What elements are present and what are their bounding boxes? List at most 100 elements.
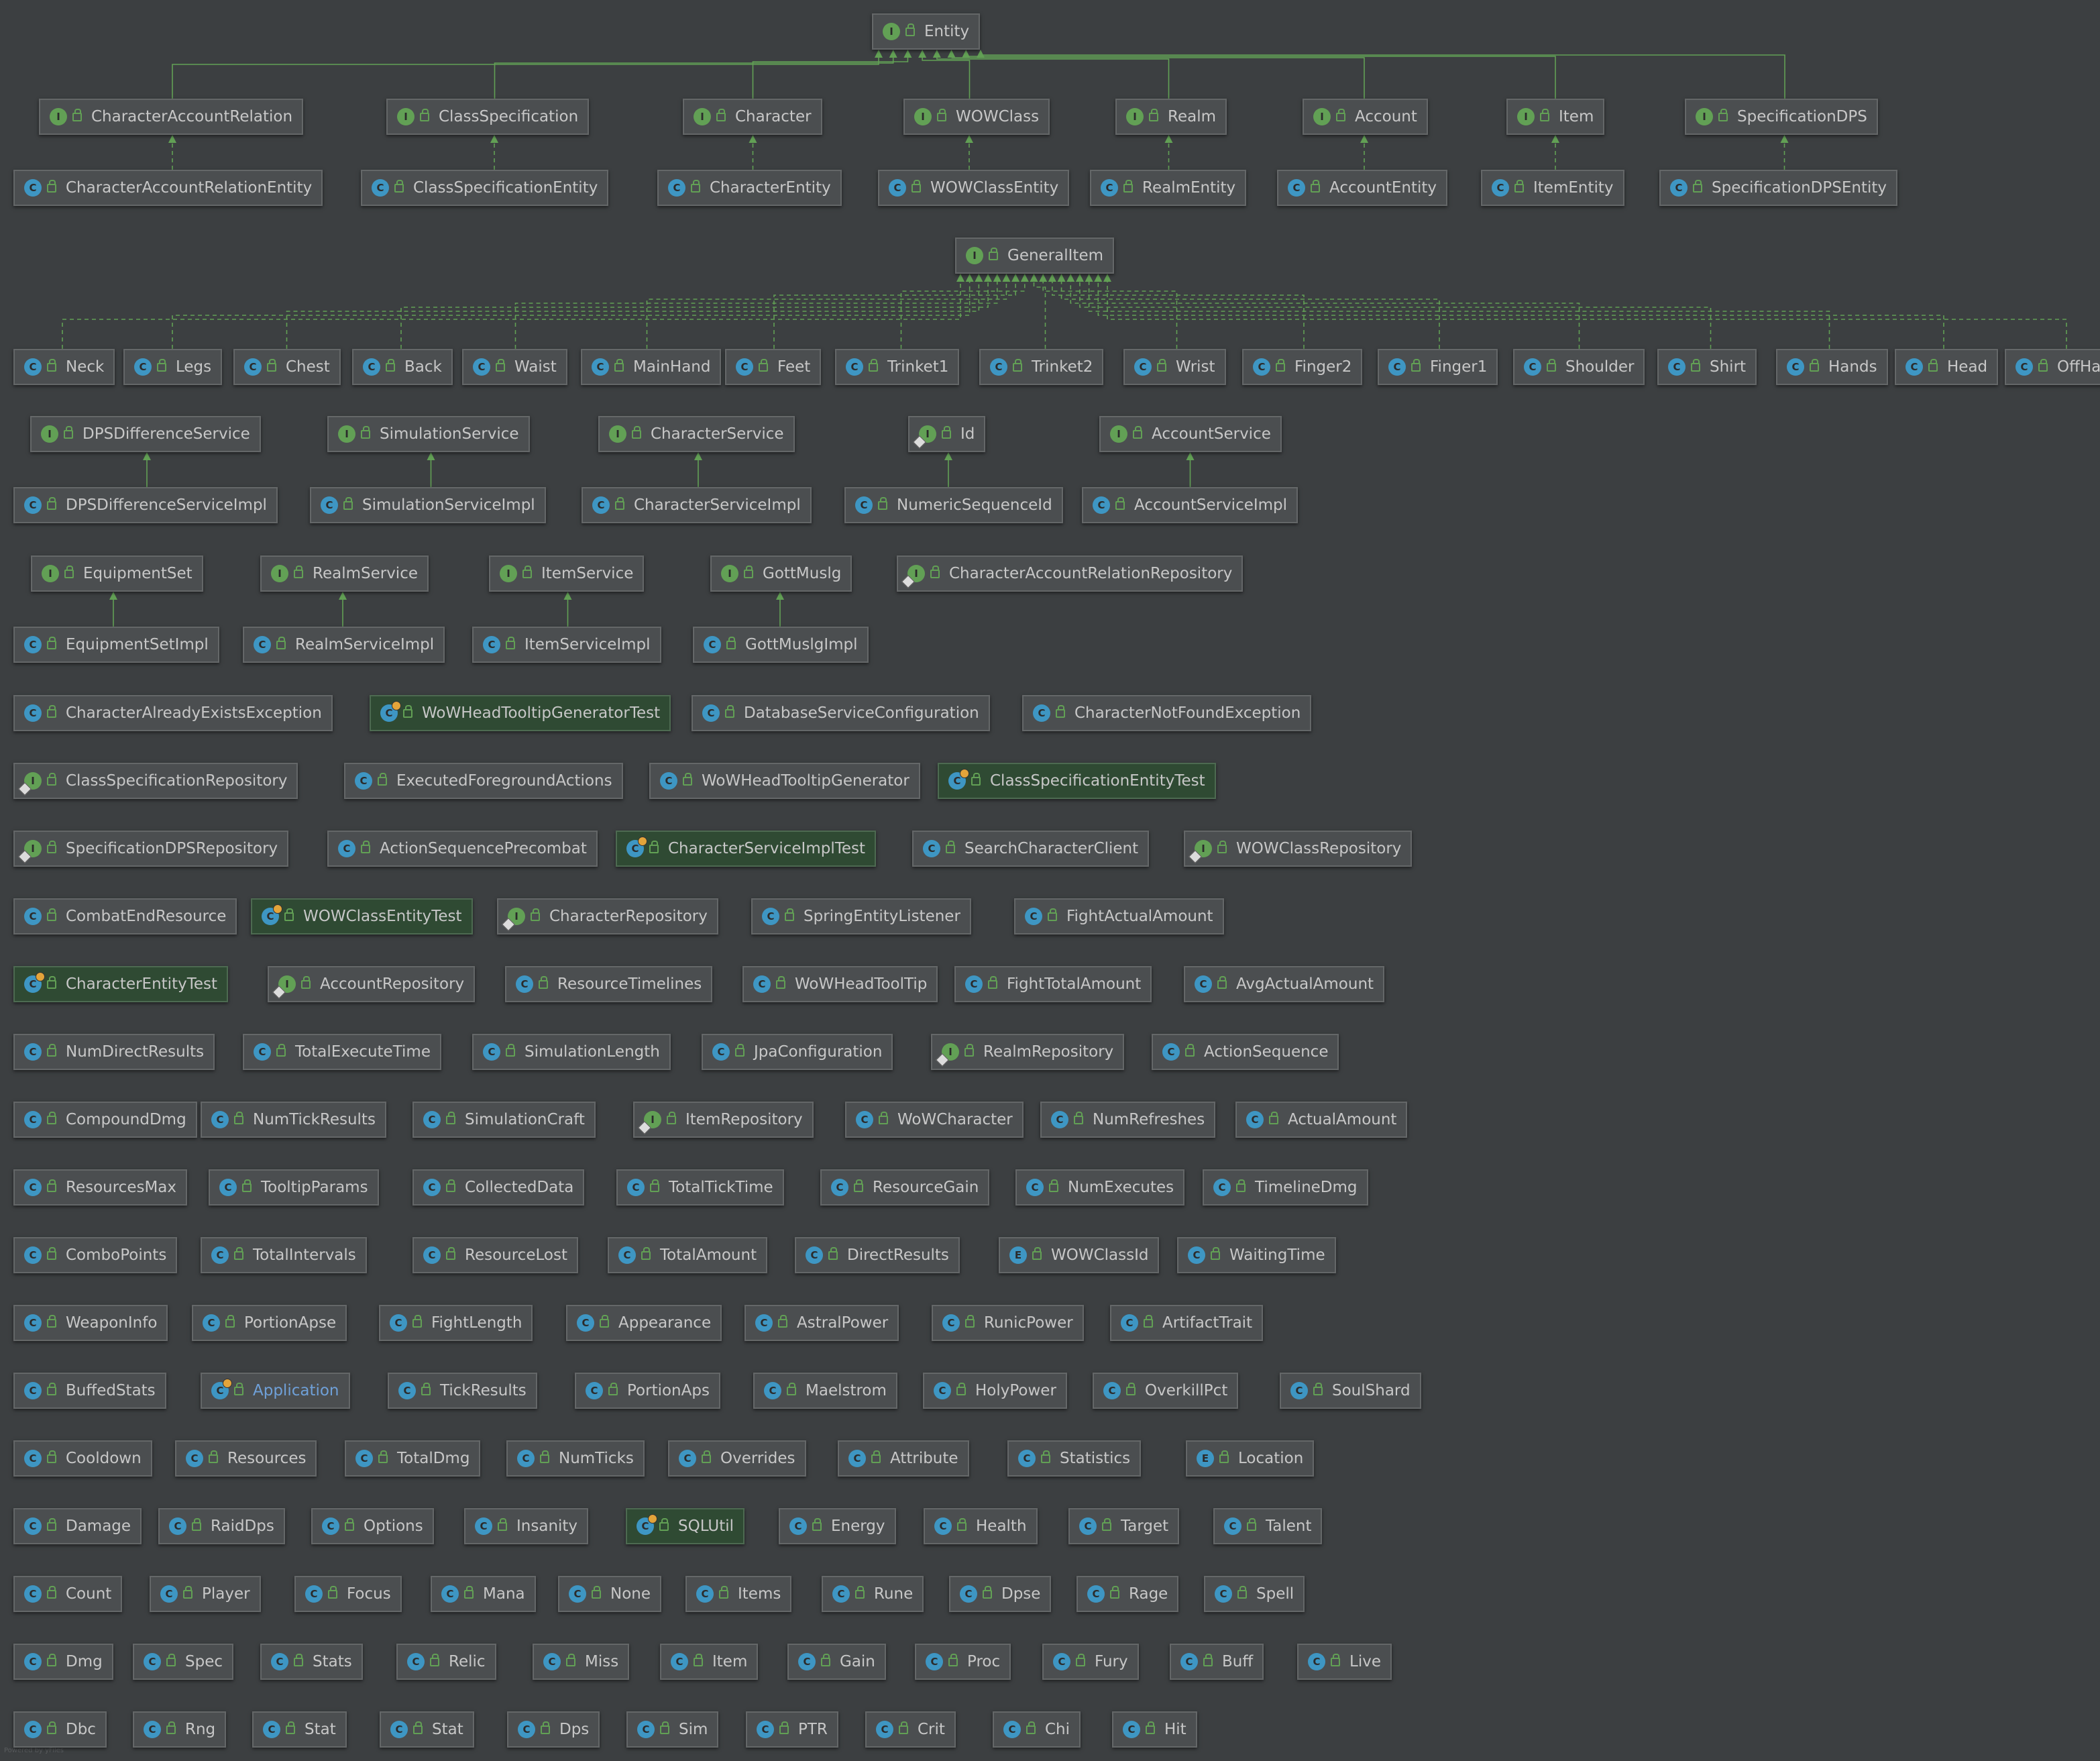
node-off-hand[interactable]: COffHand — [2005, 349, 2100, 385]
